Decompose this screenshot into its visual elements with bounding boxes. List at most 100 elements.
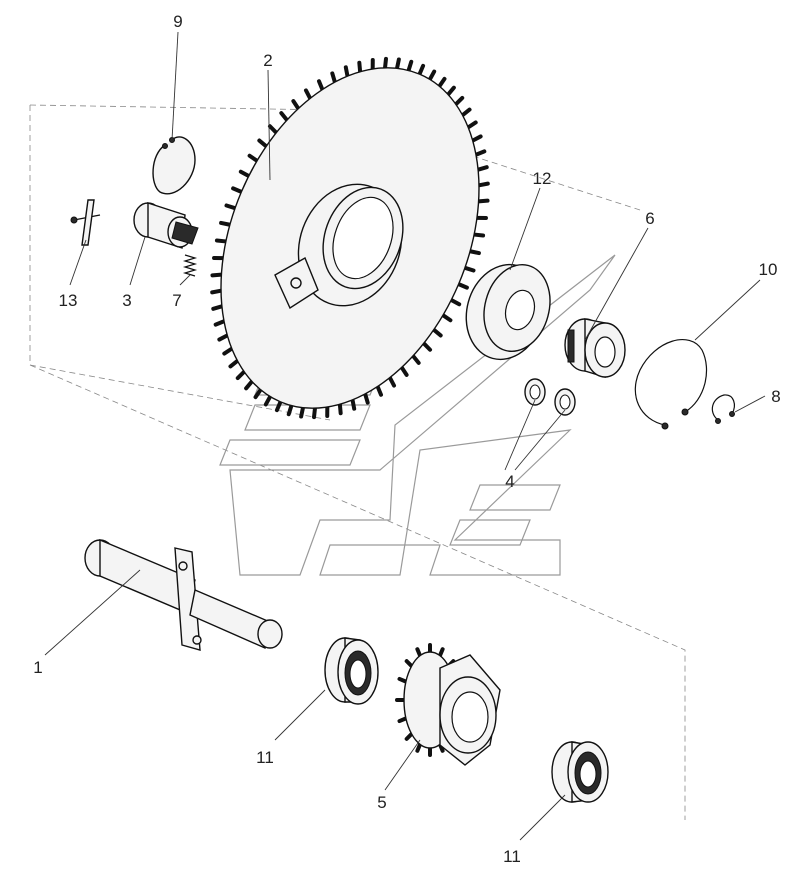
sprocket-tooth: [415, 742, 423, 753]
sprocket-tooth: [476, 181, 490, 188]
sprocket-tooth: [427, 69, 437, 82]
sprocket-tooth: [211, 304, 224, 311]
sprocket-tooth: [330, 71, 337, 85]
leader-lines: [44, 31, 766, 841]
cam-block-part-3: [133, 202, 199, 249]
sprocket-tooth: [397, 716, 408, 724]
callout-8: 8: [771, 387, 780, 406]
sprocket-tooth: [274, 399, 283, 413]
small-snap-ring-part-8: [711, 394, 735, 424]
cotter-pin-part-13: [70, 199, 101, 246]
sprocket-tooth: [437, 76, 447, 89]
sprocket-tooth: [468, 249, 481, 256]
callout-13: 13: [59, 291, 78, 310]
callout-6: 6: [645, 209, 654, 228]
sprocket-tooth: [231, 186, 244, 194]
sprocket-tooth: [375, 384, 383, 397]
sprocket-tooth: [446, 85, 456, 97]
snap-ring-part-10: [634, 339, 708, 430]
sprocket-tooth: [247, 153, 260, 163]
sprocket-tooth: [337, 402, 343, 416]
sprocket-tooth: [476, 165, 489, 172]
sprocket-tooth: [244, 379, 254, 391]
retaining-ring-part-9: [152, 136, 196, 195]
callout-11-upper: 11: [256, 748, 274, 767]
sprocket-tooth: [440, 313, 453, 323]
small-sprocket-part-5: [395, 643, 501, 766]
sprocket-tooth: [460, 107, 472, 118]
sprocket-tooth: [387, 375, 397, 388]
sprocket-tooth: [437, 647, 445, 658]
callout-1: 1: [33, 658, 42, 677]
callout-2: 2: [263, 51, 272, 70]
sprocket-tooth: [279, 111, 289, 123]
callout-4: 4: [505, 472, 514, 491]
sprocket-tooth: [228, 358, 240, 369]
sprocket-tooth: [263, 394, 273, 407]
sprocket-tooth: [257, 138, 269, 149]
sprocket-tooth: [291, 99, 301, 111]
sprocket-tooth: [350, 397, 357, 411]
washers-part-4: [524, 378, 576, 416]
sprocket-tooth: [472, 232, 486, 238]
sprocket-tooth: [267, 124, 279, 135]
sprocket-tooth: [235, 369, 247, 381]
sprocket-tooth: [210, 288, 224, 295]
sprocket-tooth: [303, 88, 313, 101]
sprocket-tooth: [383, 56, 388, 70]
callout-11-lower: 11: [503, 847, 521, 866]
sprocket-tooth: [470, 134, 483, 143]
sprocket-tooth: [312, 406, 317, 420]
sprocket-tooth: [417, 63, 426, 77]
spring-part-7: [182, 254, 198, 277]
sprocket-tooth: [210, 272, 224, 278]
callout-labels: 9 2 12 6 10 8 4 13 3 7 1 11 5 11: [33, 12, 780, 866]
sprocket-tooth: [406, 59, 414, 73]
callout-3: 3: [122, 291, 131, 310]
sprocket-tooth: [395, 57, 401, 71]
sprocket-tooth: [462, 265, 476, 273]
sprocket-tooth: [222, 346, 234, 356]
sprocket-tooth: [299, 405, 305, 419]
callout-10: 10: [759, 260, 778, 279]
sprocket-tooth: [219, 220, 232, 227]
bearing-part-11-upper: [324, 637, 379, 705]
sprocket-tooth: [213, 319, 227, 327]
shaft-part-1: [84, 538, 283, 651]
large-sprocket-part: [210, 56, 490, 420]
sprocket-tooth: [357, 60, 363, 74]
bushing-part-6: [564, 318, 626, 378]
sprocket-tooth: [253, 387, 263, 400]
sprocket-tooth: [286, 403, 294, 417]
callout-5: 5: [377, 793, 386, 812]
sprocket-tooth: [404, 731, 414, 741]
sprocket-tooth: [399, 365, 409, 377]
sprocket-tooth: [415, 647, 423, 658]
sprocket-tooth: [466, 120, 478, 130]
sprocket-tooth: [449, 297, 462, 307]
sprocket-tooth: [421, 341, 433, 352]
sprocket-tooth: [397, 676, 408, 684]
spacer-disc-part-12: [465, 263, 551, 361]
sprocket-tooth: [317, 79, 325, 92]
callout-12: 12: [533, 169, 552, 188]
sprocket-tooth: [224, 203, 238, 211]
sprocket-tooth: [404, 659, 414, 669]
large-sprocket-teeth: [210, 56, 490, 420]
sprocket-tooth: [217, 333, 230, 342]
sprocket-tooth: [456, 282, 469, 290]
sprocket-tooth: [431, 327, 443, 338]
sprocket-tooth: [363, 391, 370, 405]
sprocket-tooth: [214, 238, 228, 244]
callout-7: 7: [172, 291, 181, 310]
sprocket-tooth: [411, 353, 421, 365]
sprocket-tooth: [343, 65, 350, 79]
callout-9: 9: [173, 12, 182, 31]
sprocket-tooth: [453, 95, 465, 107]
sprocket-tooth: [238, 169, 251, 179]
sprocket-tooth: [476, 198, 490, 204]
bearing-part-11-lower: [551, 741, 609, 803]
sprocket-tooth: [473, 149, 487, 157]
